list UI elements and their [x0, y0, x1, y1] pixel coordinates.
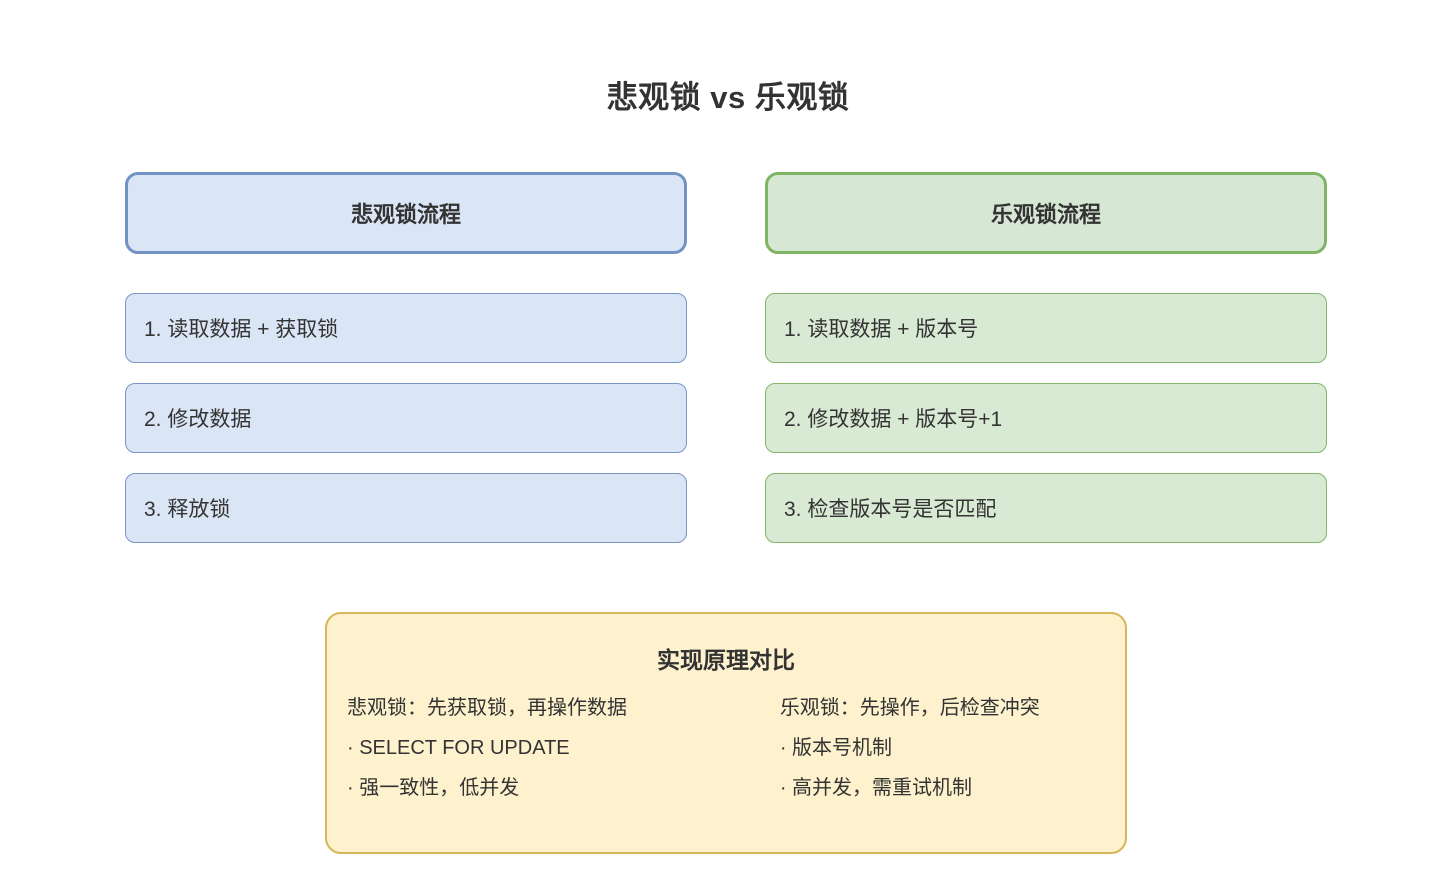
- summary-title: 实现原理对比: [657, 647, 795, 673]
- summary-heading-pessimistic: 悲观锁：先获取锁，再操作数据: [347, 697, 627, 719]
- step-box-pessimistic-1[interactable]: 1. 读取数据 + 获取锁: [125, 293, 687, 363]
- summary-columns: 悲观锁：先获取锁，再操作数据 · SELECT FOR UPDATE · 强一致…: [327, 688, 1125, 808]
- summary-heading-optimistic: 乐观锁：先操作，后检查冲突: [779, 697, 1040, 719]
- step-box-optimistic-1[interactable]: 1. 读取数据 + 版本号: [765, 293, 1327, 363]
- step-box-optimistic-3[interactable]: 3. 检查版本号是否匹配: [765, 473, 1327, 543]
- step-box-pessimistic-2[interactable]: 2. 修改数据: [125, 383, 687, 453]
- summary-bullet-optimistic-1: · 版本号机制: [779, 737, 893, 759]
- column-header-pessimistic[interactable]: 悲观锁流程: [125, 172, 687, 254]
- column-header-optimistic[interactable]: 乐观锁流程: [765, 172, 1327, 254]
- summary-card: 实现原理对比 悲观锁：先获取锁，再操作数据 · SELECT FOR UPDAT…: [325, 612, 1127, 854]
- summary-bullet-pessimistic-1: · SELECT FOR UPDATE: [347, 737, 570, 759]
- summary-bullet-pessimistic-2: · 强一致性，低并发: [347, 777, 520, 799]
- summary-column-pessimistic: 悲观锁：先获取锁，再操作数据 · SELECT FOR UPDATE · 强一致…: [327, 688, 762, 808]
- summary-bullet-optimistic-2: · 高并发，需重试机制: [779, 777, 973, 799]
- step-box-pessimistic-3[interactable]: 3. 释放锁: [125, 473, 687, 543]
- page-title: 悲观锁 vs 乐观锁: [606, 80, 850, 115]
- step-box-optimistic-2[interactable]: 2. 修改数据 + 版本号+1: [765, 383, 1327, 453]
- summary-column-optimistic: 乐观锁：先操作，后检查冲突 · 版本号机制 · 高并发，需重试机制: [762, 688, 1125, 808]
